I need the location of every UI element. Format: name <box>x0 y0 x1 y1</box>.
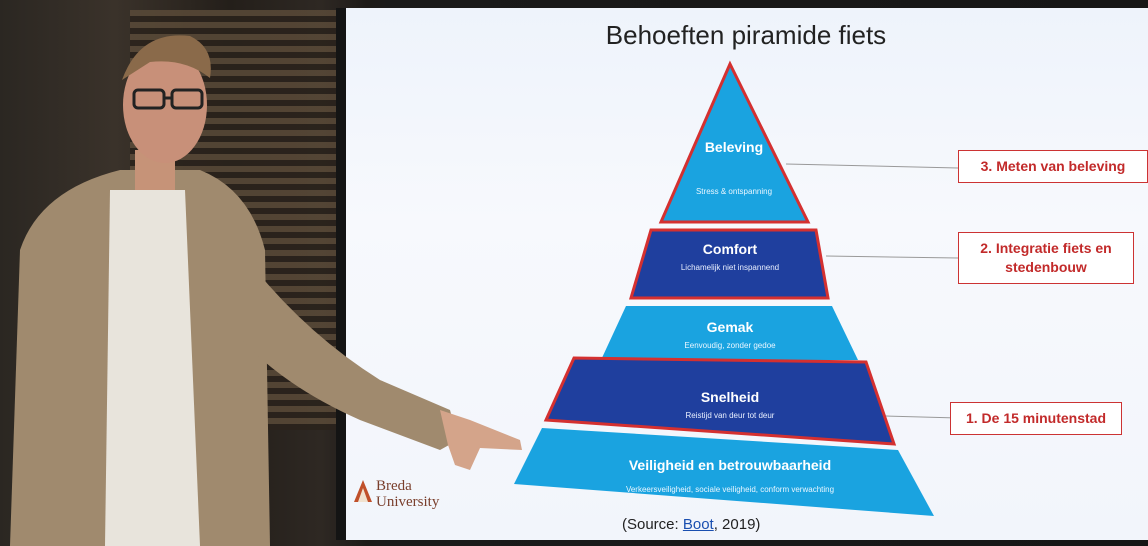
source-prefix: (Source: <box>622 516 683 533</box>
pyramid-diagram: Beleving Stress & ontspanning Comfort Li… <box>514 60 959 516</box>
connector-line-2 <box>825 255 959 259</box>
callout-integratie-line2: stedenbouw <box>1005 259 1087 275</box>
tier-gemak-title: Gemak <box>707 319 754 335</box>
connector-line-1 <box>785 163 959 169</box>
connector-line-3 <box>885 415 959 419</box>
tier-comfort-subtitle: Lichamelijk niet inspannend <box>681 263 779 272</box>
callout-15-minutenstad: 1. De 15 minutenstad <box>950 402 1122 435</box>
tier-beleving-title: Beleving <box>705 139 763 155</box>
callout-integratie-line1: 2. Integratie fiets en <box>980 240 1112 256</box>
tier-gemak <box>601 306 858 360</box>
tier-veiligheid <box>514 428 934 516</box>
slide-source: (Source: Boot, 2019) <box>622 516 760 533</box>
logo-text: Breda University <box>376 478 439 510</box>
callout-meten-text: 3. Meten van beleving <box>980 158 1126 174</box>
tier-snelheid-title: Snelheid <box>701 389 759 405</box>
tier-veiligheid-title: Veiligheid en betrouwbaarheid <box>629 457 831 473</box>
tier-snelheid-subtitle: Reistijd van deur tot deur <box>686 411 775 420</box>
tier-veiligheid-subtitle: Verkeersveiligheid, sociale veiligheid, … <box>626 485 834 494</box>
callout-meten-van-beleving: 3. Meten van beleving <box>958 150 1148 183</box>
tier-beleving-subtitle: Stress & ontspanning <box>696 187 772 196</box>
tier-gemak-subtitle: Eenvoudig, zonder gedoe <box>684 341 776 350</box>
tier-beleving <box>658 60 811 224</box>
tier-comfort-title: Comfort <box>703 241 758 257</box>
presentation-screen: Behoeften piramide fiets Beleving Stress… <box>336 8 1148 540</box>
logo-line-2: University <box>376 494 440 510</box>
slide-title: Behoeften piramide fiets <box>605 20 887 50</box>
logo-line-1: Breda <box>376 478 412 494</box>
source-suffix: , 2019) <box>713 516 761 533</box>
presenter-figure <box>10 35 522 546</box>
callout-15-text: 1. De 15 minutenstad <box>965 410 1107 426</box>
callout-integratie-fiets: 2. Integratie fiets en stedenbouw <box>958 232 1134 284</box>
source-link[interactable]: Boot <box>682 516 714 533</box>
tier-snelheid <box>543 356 897 446</box>
breda-logo-icon <box>354 480 372 502</box>
tier-comfort <box>628 228 830 300</box>
